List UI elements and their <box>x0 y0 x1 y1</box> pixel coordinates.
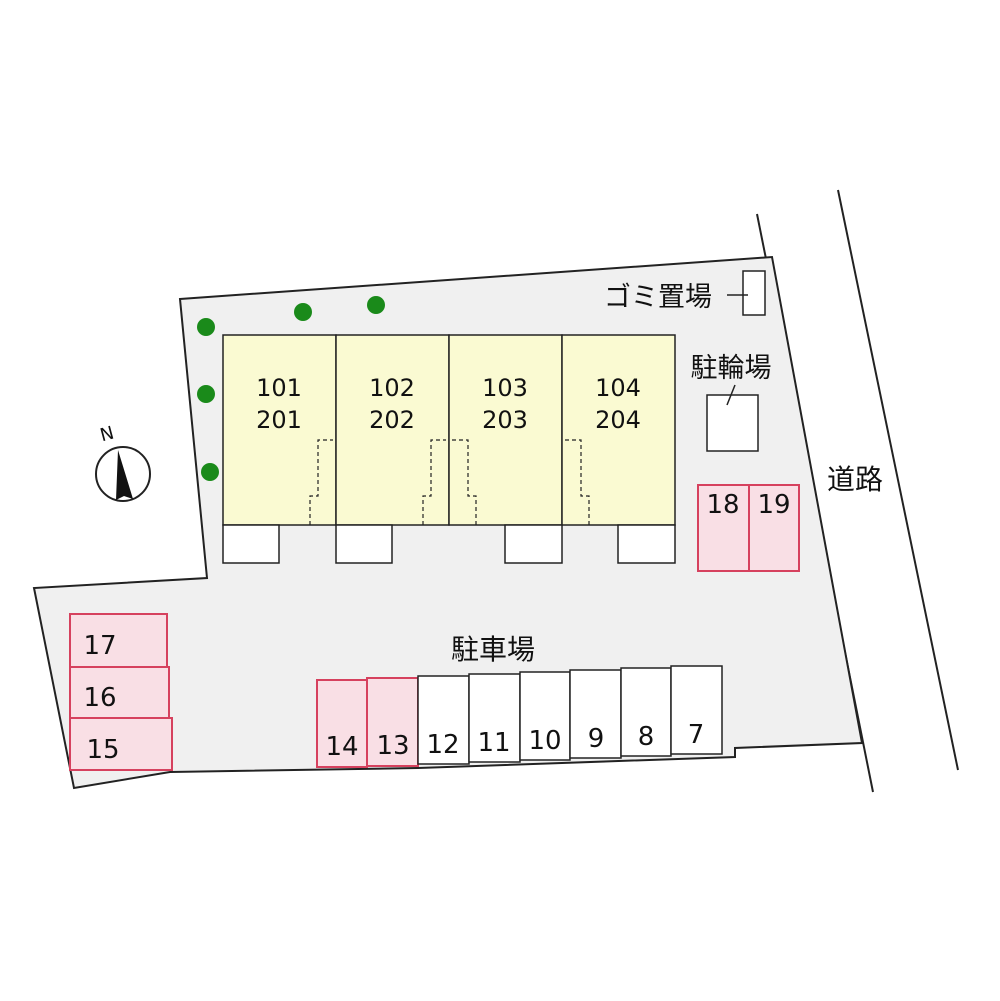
bicycle-parking-label: 駐輪場 <box>691 353 772 384</box>
building-unit-1 <box>222 334 337 526</box>
stair-1 <box>309 439 333 525</box>
tree-1 <box>197 318 215 336</box>
parking-space-17 <box>69 613 168 668</box>
parking-space-11 <box>468 673 521 763</box>
stair-4 <box>565 439 590 525</box>
unit-label-103: 103 <box>482 374 528 402</box>
bicycle-parking-area <box>706 394 759 452</box>
parking-number-7: 7 <box>688 720 705 750</box>
stair-3 <box>452 439 477 525</box>
unit-label-104: 104 <box>595 374 641 402</box>
porch-4 <box>617 524 676 564</box>
parking-number-14: 14 <box>325 732 358 762</box>
parking-space-12 <box>417 675 470 765</box>
parking-lot-label: 駐車場 <box>451 633 535 666</box>
parking-space-16 <box>69 666 170 719</box>
parking-number-13: 13 <box>376 731 409 761</box>
compass-icon: N <box>95 423 151 502</box>
parking-number-10: 10 <box>528 726 561 756</box>
parking-space-10 <box>519 671 571 761</box>
unit-label-201: 201 <box>256 406 302 434</box>
unit-label-204: 204 <box>595 406 641 434</box>
tree-5 <box>201 463 219 481</box>
parking-number-19: 19 <box>757 490 790 520</box>
porch-2 <box>335 524 393 564</box>
garbage-area-label: ゴミ置場 <box>604 282 712 313</box>
unit-label-203: 203 <box>482 406 528 434</box>
parking-space-19 <box>748 484 800 572</box>
parking-group-bottom: 14 13 12 11 10 9 8 7 <box>316 665 723 768</box>
building <box>222 334 676 564</box>
parking-space-8 <box>620 667 672 757</box>
parking-space-15 <box>69 717 173 771</box>
parking-number-15: 15 <box>86 735 119 765</box>
unit-label-102: 102 <box>369 374 415 402</box>
parking-number-11: 11 <box>477 728 510 758</box>
road-label: 道路 <box>827 463 883 496</box>
tree-4 <box>197 385 215 403</box>
parking-number-18: 18 <box>706 490 739 520</box>
parking-number-8: 8 <box>638 722 655 752</box>
garbage-area <box>742 270 766 316</box>
parking-space-7 <box>670 665 723 755</box>
tree-2 <box>294 303 312 321</box>
parking-number-17: 17 <box>83 631 116 661</box>
north-label: N <box>98 423 116 447</box>
parking-number-12: 12 <box>426 730 459 760</box>
parking-group-left: 17 16 15 <box>69 613 173 771</box>
parking-space-13 <box>366 677 419 767</box>
parking-number-16: 16 <box>83 683 116 713</box>
parking-space-9 <box>569 669 622 759</box>
parking-number-9: 9 <box>588 724 605 754</box>
unit-label-101: 101 <box>256 374 302 402</box>
bicycle-leader-line <box>726 384 736 406</box>
porch-1 <box>222 524 280 564</box>
unit-label-202: 202 <box>369 406 415 434</box>
parking-group-right: 18 19 <box>697 484 800 572</box>
porch-3 <box>504 524 563 564</box>
tree-3 <box>367 296 385 314</box>
road-edge-right <box>837 189 959 771</box>
stair-2 <box>422 439 446 525</box>
